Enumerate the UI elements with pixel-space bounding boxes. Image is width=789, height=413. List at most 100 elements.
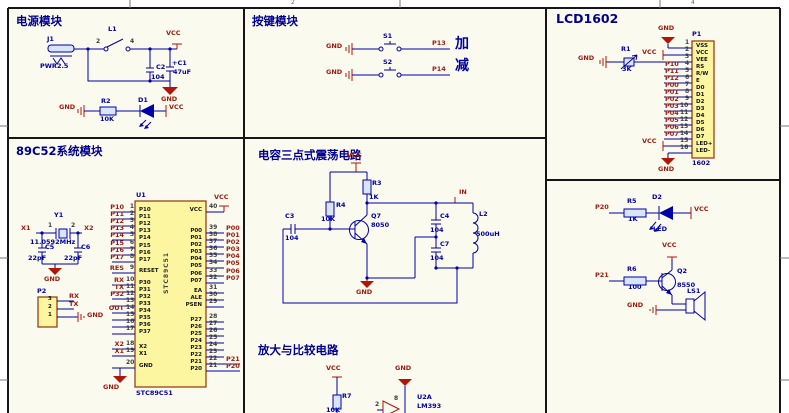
pin-number: 2 xyxy=(129,210,134,217)
led-speaker-circuit xyxy=(609,206,706,322)
net-label: P21 xyxy=(595,271,609,279)
pin-number: 6 xyxy=(685,74,690,81)
designator-label: 10K xyxy=(321,215,336,223)
designator-label: 100 xyxy=(628,283,642,291)
pin-name: 2 xyxy=(48,304,52,310)
pin-number: 10 xyxy=(680,102,689,109)
pin-number: 2 xyxy=(685,46,690,53)
power-module-circuit xyxy=(47,38,182,129)
net-label: P20 xyxy=(595,203,609,211)
lcd-module-title: LCD1602 xyxy=(556,11,619,26)
pin-number: 39 xyxy=(209,224,218,231)
designator-label: Q2 xyxy=(677,267,688,275)
pin-name: VEE xyxy=(696,57,708,63)
net-label: P15 xyxy=(110,239,124,247)
designator-label: S2 xyxy=(383,58,393,66)
oscillator-title: 电容三点式震荡电路 xyxy=(258,148,362,162)
transistor-Q7 xyxy=(349,220,369,240)
designator-label: 1K xyxy=(369,193,379,201)
pin-name: VCC xyxy=(696,50,709,56)
pin-name: P36 xyxy=(139,322,151,328)
pin-name: D4 xyxy=(696,113,705,119)
designator-label: C6 xyxy=(81,243,91,251)
pin-number: 40 xyxy=(209,203,218,210)
resistor-R3 xyxy=(362,179,372,195)
net-label: P13 xyxy=(110,224,124,232)
pin-name: P03 xyxy=(190,249,202,255)
net-label: GND xyxy=(395,364,412,372)
oscillator-circuit xyxy=(282,162,479,304)
designator-label: R7 xyxy=(342,392,352,400)
net-label: VCC xyxy=(347,151,362,159)
pin-name: D6 xyxy=(696,127,705,133)
pin-name: P11 xyxy=(139,214,151,220)
pin-name: D2 xyxy=(696,99,705,105)
pin-name: P16 xyxy=(139,250,151,256)
pin-number: 33 xyxy=(209,267,218,274)
net-label: GND xyxy=(103,383,120,391)
pin-name: X1 xyxy=(139,351,148,357)
pin-name: P02 xyxy=(190,242,202,248)
net-label: RES xyxy=(109,264,124,272)
net-label: RX xyxy=(69,292,80,300)
pin-number: 4 xyxy=(130,38,135,45)
designator-label: C2 xyxy=(156,63,166,71)
net-label: GND xyxy=(59,103,76,111)
pin-number: 9 xyxy=(129,264,134,271)
led-D1 xyxy=(140,104,154,118)
pin-name: P33 xyxy=(139,301,151,307)
pin-name: VSS xyxy=(696,43,708,49)
pin-number: 16 xyxy=(126,318,135,325)
led-D2 xyxy=(659,206,673,220)
pin-name: P05 xyxy=(190,263,202,269)
pin-name: R/W xyxy=(696,71,709,77)
net-label: P06 xyxy=(665,123,679,131)
gnd-symbol xyxy=(661,158,675,165)
pin-number: 5 xyxy=(685,67,690,74)
generated-pin-stubs xyxy=(112,68,692,372)
pin-name: P07 xyxy=(190,278,202,284)
designator-label: C3 xyxy=(285,212,295,220)
designator-label: R1 xyxy=(621,45,631,53)
net-label: GND xyxy=(658,24,675,32)
pin-name: P25 xyxy=(190,331,202,337)
gnd-symbol xyxy=(661,37,675,44)
pin-name: 3 xyxy=(48,296,52,302)
key-module-circuit xyxy=(345,41,450,81)
designator-label: L1 xyxy=(108,25,117,33)
pin-number: 31 xyxy=(209,284,218,291)
pin-name: D1 xyxy=(696,92,705,98)
pin-number: 26 xyxy=(209,327,218,334)
pin-number: 17 xyxy=(126,325,135,332)
designator-label: 10K xyxy=(100,115,115,123)
net-label: P03 xyxy=(665,102,679,110)
pin-name: D0 xyxy=(696,85,705,91)
designator-label: 104 xyxy=(151,73,165,81)
designator-label: 47uF xyxy=(173,68,192,76)
pin-name: PSEN xyxy=(185,302,202,308)
key-function-label: 减 xyxy=(455,58,469,74)
net-label: GND xyxy=(658,165,675,173)
pin-number: 15 xyxy=(126,311,135,318)
pin-name: P21 xyxy=(190,359,202,365)
net-label: GND xyxy=(44,275,61,283)
net-label: VCC xyxy=(694,205,709,213)
pin-name: P23 xyxy=(190,345,202,351)
gnd-symbol xyxy=(360,281,374,288)
pin-number: 10 xyxy=(126,276,135,283)
net-label: X1 xyxy=(21,224,31,232)
net-label: VCC xyxy=(642,137,657,145)
net-label: P10 xyxy=(110,203,124,211)
net-label: P04 xyxy=(665,109,679,117)
designator-label: 104 xyxy=(430,226,444,234)
pin-name: LED- xyxy=(696,148,711,154)
designator-label: C4 xyxy=(440,212,450,220)
designator-label: U2A xyxy=(417,393,432,401)
pin-name: P32 xyxy=(139,294,151,300)
pin-number: 4 xyxy=(685,60,690,67)
key-module-title: 按键模块 xyxy=(252,14,298,28)
gnd-symbol xyxy=(162,87,178,95)
net-label: P11 xyxy=(665,67,679,75)
designator-label: LM393 xyxy=(417,402,442,410)
